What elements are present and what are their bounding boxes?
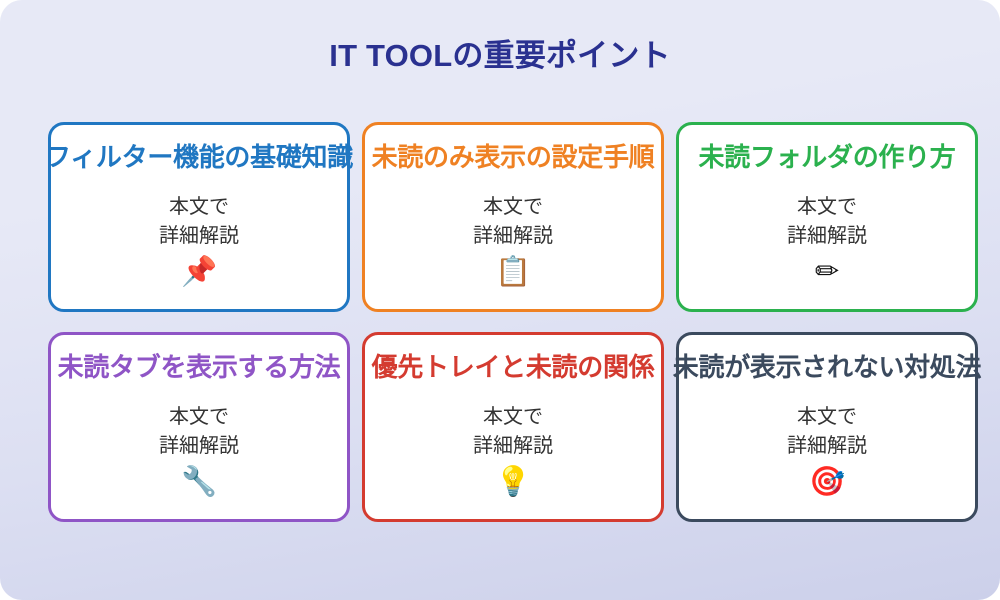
card-title: 未読フォルダの作り方 <box>698 142 956 172</box>
wrench-icon: 🔧 <box>180 464 218 498</box>
card-unread-not-shown[interactable]: 未読が表示されない対処法 本文で 詳細解説 🎯 <box>672 332 982 522</box>
target-icon: 🎯 <box>808 464 846 498</box>
page-title: IT TOOLの重要ポイント <box>329 38 671 73</box>
card-unread-tab[interactable]: 未読タブを表示する方法 本文で 詳細解説 🔧 <box>48 332 350 522</box>
card-focused-inbox[interactable]: 優先トレイと未読の関係 本文で 詳細解説 💡 <box>362 332 664 522</box>
card-body-text: 本文で 詳細解説 <box>159 196 239 247</box>
card-body-text: 本文で 詳細解説 <box>159 406 239 457</box>
card-title: 未読のみ表示の設定手順 <box>371 142 655 172</box>
card-body-text: 本文で 詳細解説 <box>787 196 867 247</box>
card-body-text: 本文で 詳細解説 <box>473 406 553 457</box>
card-filter-basics[interactable]: フィルター機能の基礎知識 本文で 詳細解説 📌 <box>45 122 353 312</box>
pushpin-icon: 📌 <box>180 254 218 288</box>
card-unread-folder[interactable]: 未読フォルダの作り方 本文で 詳細解説 ✏ <box>676 122 978 312</box>
card-body-text: 本文で 詳細解説 <box>787 406 867 457</box>
card-title: 未読タブを表示する方法 <box>57 352 341 382</box>
card-body-text: 本文で 詳細解説 <box>473 196 553 247</box>
card-title: 優先トレイと未読の関係 <box>371 352 655 382</box>
card-unread-only-setup[interactable]: 未読のみ表示の設定手順 本文で 詳細解説 📋 <box>362 122 664 312</box>
pencil-icon: ✏ <box>814 254 840 288</box>
card-grid: フィルター機能の基礎知識 本文で 詳細解説 📌 未読のみ表示の設定手順 本文で … <box>45 122 982 522</box>
card-title: 未読が表示されない対処法 <box>672 352 982 382</box>
clipboard-icon: 📋 <box>494 254 532 288</box>
lightbulb-icon: 💡 <box>494 464 532 498</box>
card-title: フィルター機能の基礎知識 <box>45 142 353 172</box>
